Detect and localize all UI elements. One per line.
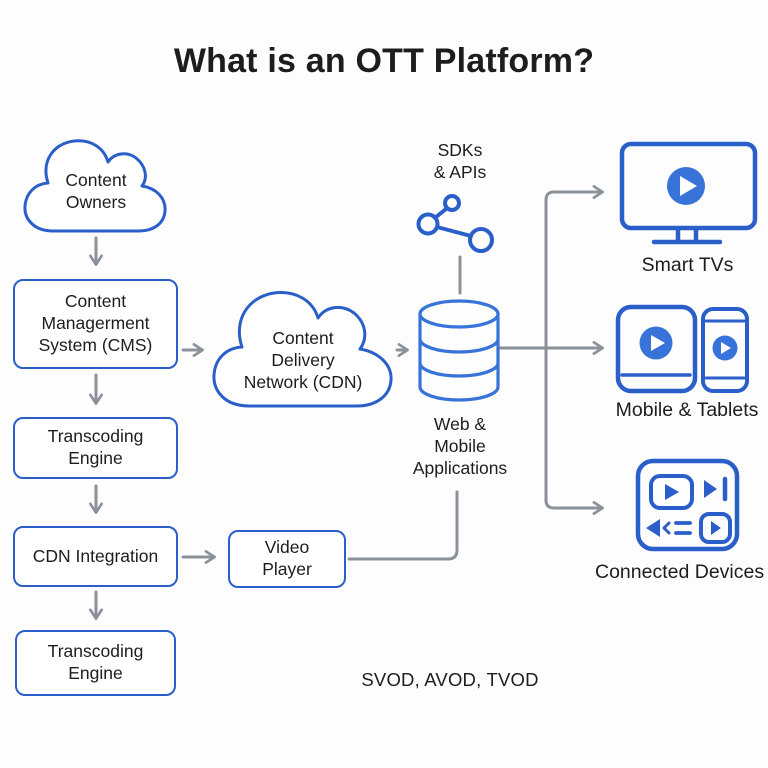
cdn-cloud-label: Content Delivery Network (CDN) [243, 328, 363, 393]
node-transcoding-engine-bottom: Transcoding Engine [15, 630, 176, 696]
remote-control-icon [635, 458, 740, 552]
share-nodes-icon [416, 194, 494, 253]
smart-tv-icon [619, 141, 758, 245]
connector-videoplayer-to-apps [347, 490, 459, 561]
sdks-apis-label: SDKs & APIs [433, 140, 487, 183]
database-icon [418, 299, 500, 402]
content-owners-label: Content Owners [65, 170, 127, 213]
tablet-play-icon [615, 304, 698, 394]
node-cdn-integration: CDN Integration [13, 526, 178, 587]
page-title: What is an OTT Platform? [173, 42, 595, 80]
arrow-branch-to-smarttv [544, 185, 604, 350]
node-cms-label: Content Managerment System (CMS) [38, 291, 153, 355]
node-video-player: Video Player [228, 530, 346, 588]
web-mobile-apps-label: Web & Mobile Applications [412, 414, 508, 479]
monetization-models-note: SVOD, AVOD, TVOD [361, 669, 539, 690]
cdn-cloud-icon [212, 291, 393, 408]
node-transcoding-bottom-label: Transcoding Engine [47, 641, 144, 683]
node-cdn-integration-label: CDN Integration [32, 545, 159, 566]
phone-play-icon [701, 307, 749, 393]
connected-devices-label: Connected Devices [595, 561, 765, 583]
node-transcoding-engine-top: Transcoding Engine [13, 417, 178, 479]
arrow-branch-to-connected [544, 346, 604, 515]
node-video-player-label: Video Player [262, 537, 312, 579]
smart-tvs-label: Smart TVs [641, 254, 734, 276]
node-transcoding-top-label: Transcoding Engine [47, 426, 144, 468]
content-owners-cloud-icon [23, 139, 167, 233]
node-cms: Content Managerment System (CMS) [13, 279, 178, 369]
mobile-tablets-label: Mobile & Tablets [615, 399, 759, 421]
flow-connectors [89, 185, 604, 620]
